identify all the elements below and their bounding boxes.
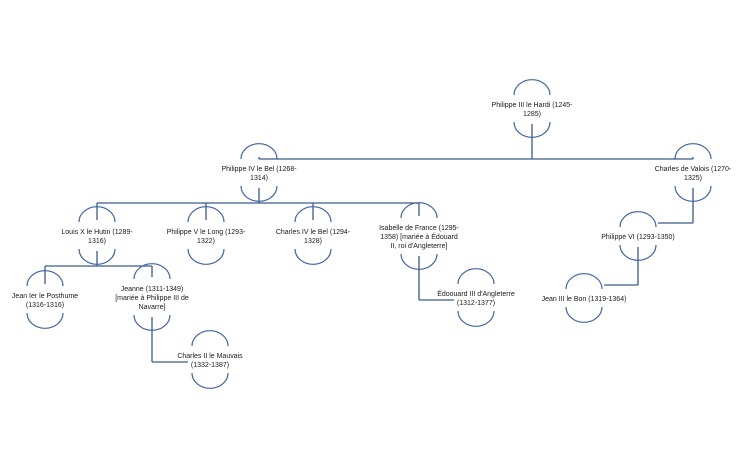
node-bottom-arc xyxy=(187,248,225,265)
node-bottom-arc xyxy=(26,312,64,329)
node-bottom-arc xyxy=(674,185,712,202)
node-label-philippe5: Philippe V le Long (1293- xyxy=(167,229,246,236)
node-label-isabelle: II, roi d'Angleterre] xyxy=(391,243,448,250)
node-label-philippe3: Philippe III le Hardi (1245- xyxy=(492,102,574,109)
node-label-philippe6: Philippe VI (1293-1350) xyxy=(601,234,675,241)
node-top-arc xyxy=(78,206,116,223)
node-label-jeanne: Navarre] xyxy=(139,304,166,311)
node-label-jean1: (1316-1316) xyxy=(26,302,64,309)
node-top-arc xyxy=(187,206,225,223)
node-label-philippe5: 1322) xyxy=(197,238,215,245)
node-bottom-arc xyxy=(619,244,657,261)
node-top-arc xyxy=(674,143,712,160)
node-label-jean2: Jean III le Bon (1319-1364) xyxy=(542,296,627,303)
node-label-charles4: 1328) xyxy=(304,238,322,245)
node-label-edouard3: Édoouard III d'Angleterre xyxy=(437,289,515,298)
node-label-louis10: 1316) xyxy=(88,238,106,245)
node-label-isabelle: Isabelle de France (1295- xyxy=(379,225,459,232)
node-label-philippe4: Philippe IV le Bel (1268- xyxy=(221,166,297,173)
node-label-louis10: Louis X le Hutin (1289- xyxy=(61,229,133,236)
node-bottom-arc xyxy=(513,121,551,138)
node-top-arc xyxy=(457,268,495,285)
node-bottom-arc xyxy=(294,248,332,265)
node-labels: Philippe III le Hardi (1245- 1285) Philipp… xyxy=(12,102,732,369)
node-top-arc xyxy=(240,143,278,160)
node-top-arc xyxy=(619,211,657,228)
node-top-arc xyxy=(26,270,64,287)
node-bottom-arc xyxy=(78,248,116,265)
node-label-charles2: (1332-1387) xyxy=(191,362,229,369)
node-bottom-arc xyxy=(565,306,603,323)
node-bottom-arc xyxy=(133,314,171,331)
node-label-charles2: Charles II le Mauvais xyxy=(177,353,243,360)
node-label-jeanne: Jeanne (1311-1349) xyxy=(121,286,184,293)
node-top-arc xyxy=(191,330,229,347)
node-top-arc xyxy=(513,79,551,96)
node-label-philippe4: 1314) xyxy=(250,175,268,182)
node-arcs xyxy=(26,79,712,389)
node-bottom-arc xyxy=(191,372,229,389)
node-label-philippe3: 1285) xyxy=(523,111,541,118)
node-label-charles4: Charles IV le Bel (1294- xyxy=(276,229,351,236)
node-top-arc xyxy=(294,206,332,223)
node-label-edouard3: (1312-1377) xyxy=(457,300,495,307)
node-top-arc xyxy=(565,273,603,290)
node-bottom-arc xyxy=(457,310,495,327)
node-label-charles-valois: Charles de Valois (1270- xyxy=(655,166,732,173)
node-top-arc xyxy=(400,202,438,219)
node-label-jean1: Jean Ier le Posthume xyxy=(12,293,78,300)
tree-connectors xyxy=(44,124,694,363)
node-label-jeanne: [mariée à Philippe III de xyxy=(115,295,189,302)
node-top-arc xyxy=(133,263,171,280)
node-bottom-arc xyxy=(400,253,438,270)
node-label-isabelle: 1358) [mariée à Édouard xyxy=(380,232,458,241)
node-label-charles-valois: 1325) xyxy=(684,175,702,182)
node-bottom-arc xyxy=(240,185,278,202)
